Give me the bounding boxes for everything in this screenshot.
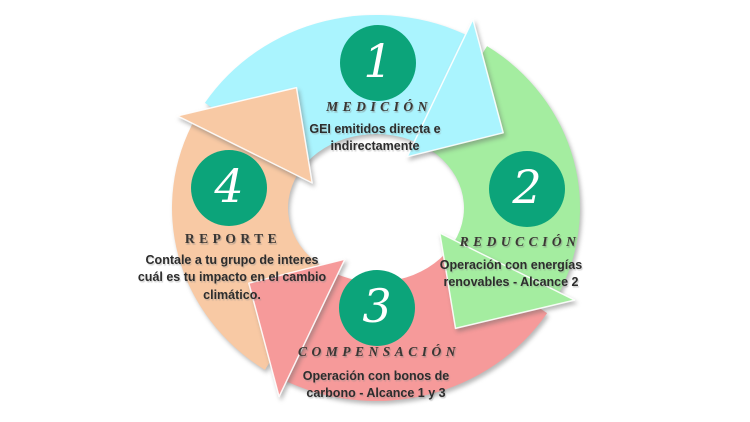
step-1-description: GEI emitidos directa e indirectamente (309, 122, 441, 154)
step-3-number: 3 (362, 279, 392, 333)
step-3-number-badge: 3 (339, 270, 415, 346)
step-4-number: 4 (214, 159, 244, 213)
step-4-description: Contale a tu grupo de interes cuál es tu… (137, 253, 327, 302)
step-1-number-badge: 1 (340, 25, 416, 101)
arrow-reduccion-head (439, 232, 576, 330)
step-4-number-badge: 4 (191, 150, 267, 226)
step-3-title: COMPENSACIÓN (297, 344, 461, 359)
step-2-title: REDUCCIÓN (459, 234, 581, 249)
step-3-description: Operación con bonos de carbono - Alcance… (302, 369, 450, 401)
arrow-compensacion-head (248, 258, 346, 398)
step-2-description: Operación con energías renovables - Alca… (439, 258, 583, 290)
step-2-number: 2 (512, 160, 542, 214)
arrow-medicion-head (406, 18, 504, 158)
step-4-title: REPORTE (184, 231, 282, 246)
arrow-reporte-head (176, 86, 313, 184)
step-1-title: MEDICIÓN (326, 99, 432, 114)
step-1-number: 1 (363, 34, 393, 88)
arrow-heads (176, 18, 576, 398)
step-2-number-badge: 2 (489, 151, 565, 227)
